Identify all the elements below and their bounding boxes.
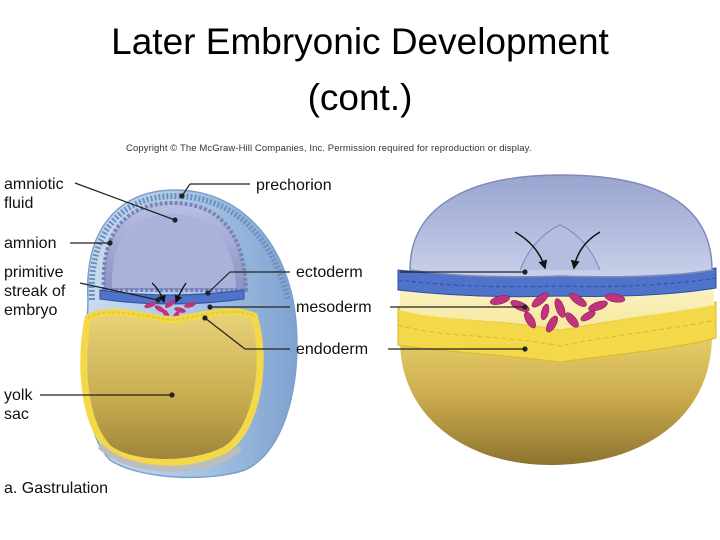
label-yolk-sac: yolk sac bbox=[4, 386, 32, 424]
figure-caption: a. Gastrulation bbox=[4, 480, 108, 498]
label-prechorion: prechorion bbox=[256, 176, 332, 195]
label-amniotic-fluid: amniotic fluid bbox=[4, 175, 64, 213]
label-mesoderm: mesoderm bbox=[296, 298, 372, 317]
right-embryo-section bbox=[398, 175, 716, 465]
label-ectoderm: ectoderm bbox=[296, 263, 363, 282]
label-amnion: amnion bbox=[4, 234, 56, 253]
label-primitive-streak: primitive streak of embryo bbox=[4, 263, 65, 320]
label-endoderm: endoderm bbox=[296, 340, 368, 359]
left-yolk-sac bbox=[84, 312, 260, 463]
left-embryo-section bbox=[84, 190, 297, 477]
